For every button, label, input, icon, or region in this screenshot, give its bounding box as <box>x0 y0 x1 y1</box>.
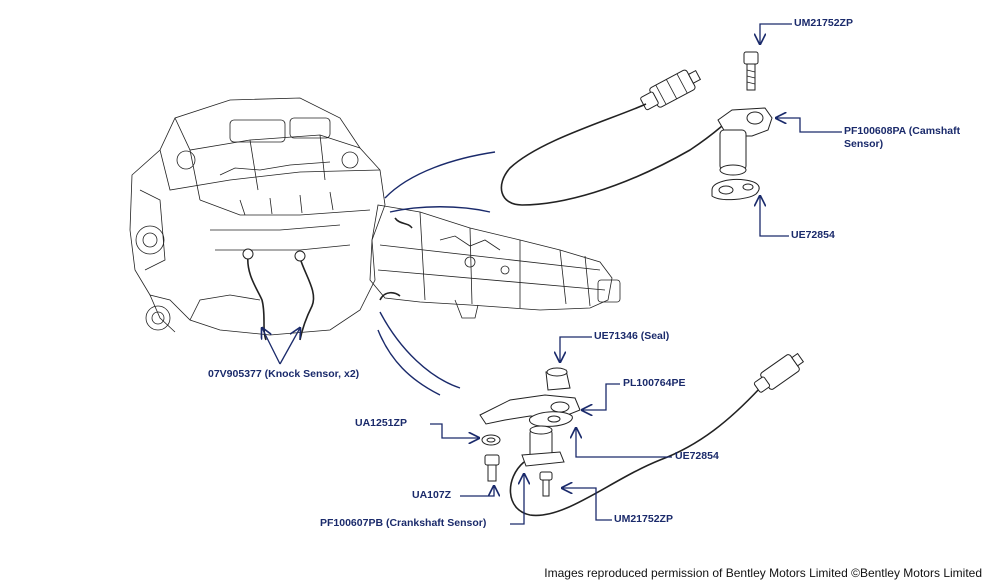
crankshaft-callout-curve <box>379 311 461 389</box>
label-crankshaft-sensor: PF100607PB (Crankshaft Sensor) <box>320 517 487 529</box>
label-bracket: PL100764PE <box>623 377 686 389</box>
label-camshaft-sensor: PF100608PA (Camshaft Sensor) <box>844 125 960 151</box>
label-bolt-top: UM21752ZP <box>794 17 853 29</box>
label-knock-sensor: 07V905377 (Knock Sensor, x2) <box>208 368 360 380</box>
label-gasket-top: UE72854 <box>791 229 835 241</box>
camshaft-callout-curve-lower <box>389 206 491 213</box>
label-gasket-bottom: UE72854 <box>675 450 719 462</box>
label-bolt-bottom: UM21752ZP <box>614 513 673 525</box>
engine-gearbox-illustration <box>129 97 621 341</box>
camshaft-callout-curve <box>384 151 496 199</box>
label-screw: UA107Z <box>412 489 452 501</box>
copyright-credit: Images reproduced permission of Bentley … <box>544 566 982 580</box>
camshaft-sensor-assembly <box>500 51 773 206</box>
label-washer: UA1251ZP <box>355 417 407 429</box>
crankshaft-sensor-assembly <box>479 352 805 517</box>
label-camshaft-sensor-line2: Sensor) <box>844 138 884 150</box>
callout-pointers <box>262 23 842 525</box>
label-seal: UE71346 (Seal) <box>594 330 670 342</box>
crankshaft-callout-curve-lower <box>377 329 441 396</box>
label-camshaft-sensor-line1: PF100608PA (Camshaft <box>844 125 961 137</box>
